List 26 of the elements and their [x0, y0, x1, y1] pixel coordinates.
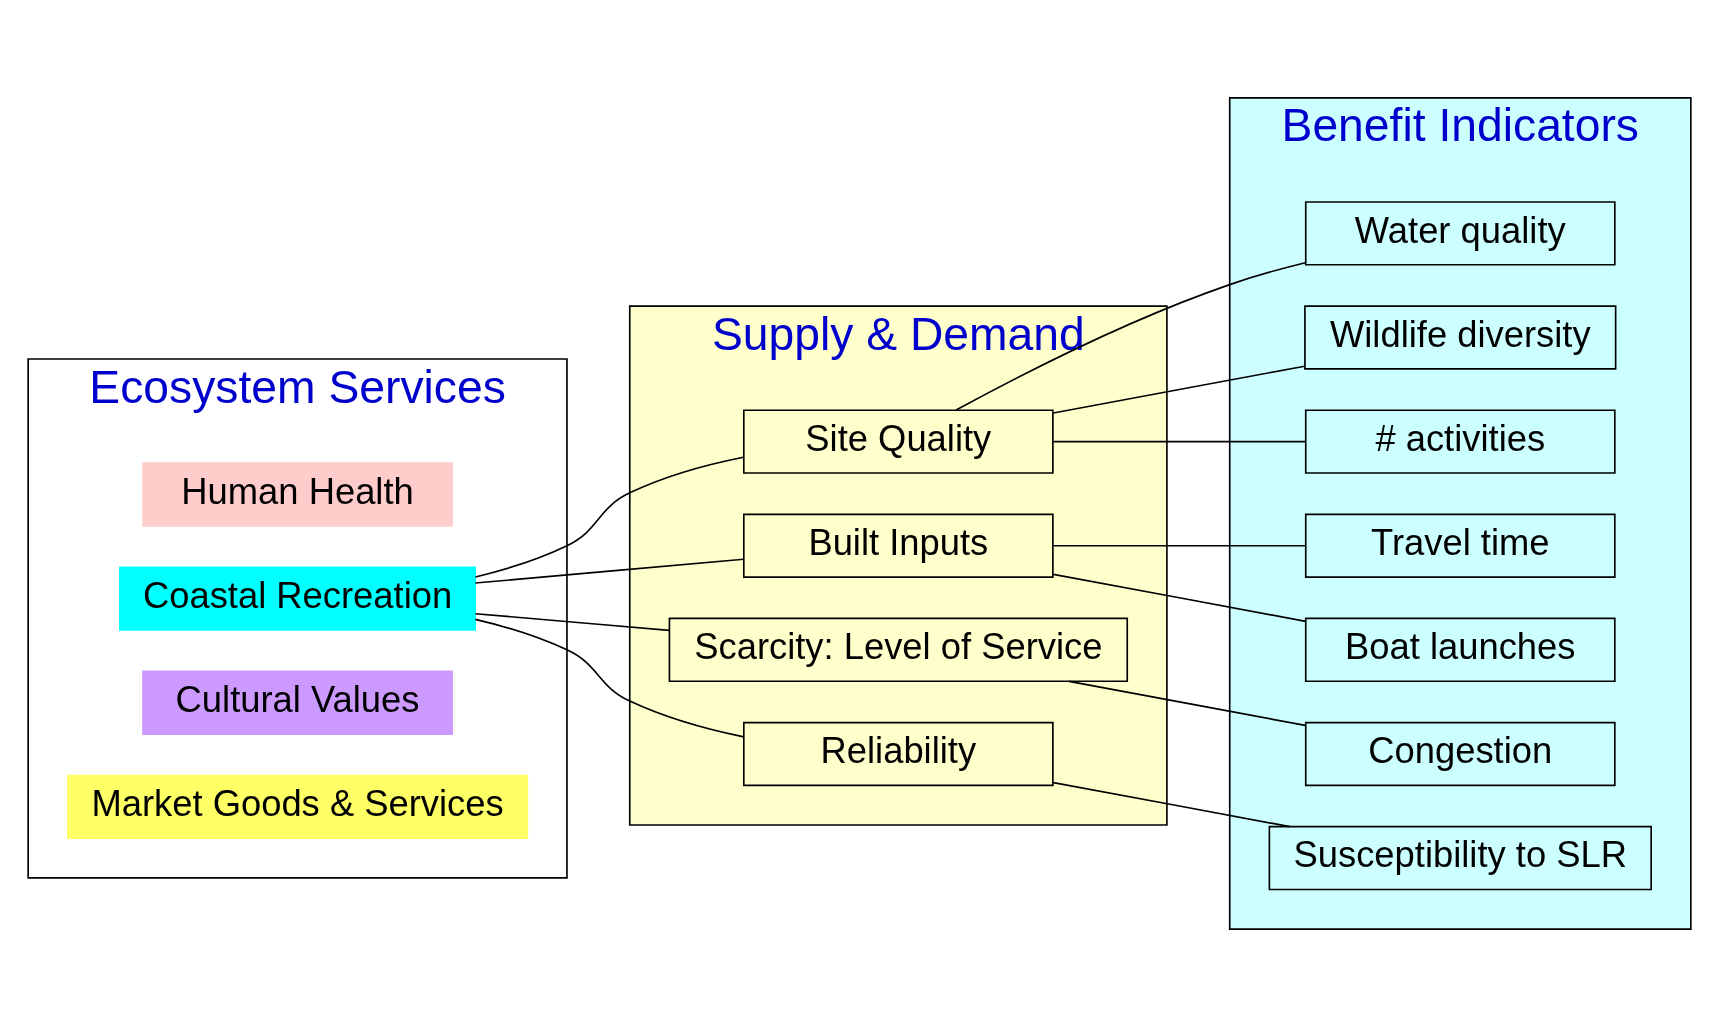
node-box: # activities — [1304, 409, 1616, 474]
node-box: Wildlife diversity — [1304, 305, 1617, 370]
connector — [1052, 781, 1291, 828]
node-box: Boat launches — [1304, 617, 1616, 683]
node-box: Water quality — [1304, 201, 1616, 266]
node-box: Travel time — [1304, 513, 1616, 578]
node-box: Scarcity: Level of Service — [668, 617, 1129, 683]
node-box: Congestion — [1304, 721, 1616, 787]
node-box: Site Quality — [743, 409, 1054, 474]
connector — [474, 612, 671, 632]
connector — [955, 261, 1307, 411]
node-box: Market Goods & Services — [67, 774, 529, 840]
connector — [1068, 680, 1307, 727]
connector — [1052, 544, 1307, 547]
node-box: Coastal Recreation — [119, 566, 477, 631]
connector — [1052, 365, 1306, 414]
connector — [1052, 440, 1307, 443]
connector — [474, 558, 745, 584]
node-box: Human Health — [142, 462, 453, 527]
node-box: Cultural Values — [142, 670, 453, 735]
connector — [474, 618, 745, 738]
connector — [474, 456, 745, 578]
connector — [1052, 573, 1307, 623]
node-box: Reliability — [743, 721, 1054, 787]
node-box: Built Inputs — [743, 513, 1054, 578]
node-box: Susceptibility to SLR — [1268, 825, 1652, 891]
